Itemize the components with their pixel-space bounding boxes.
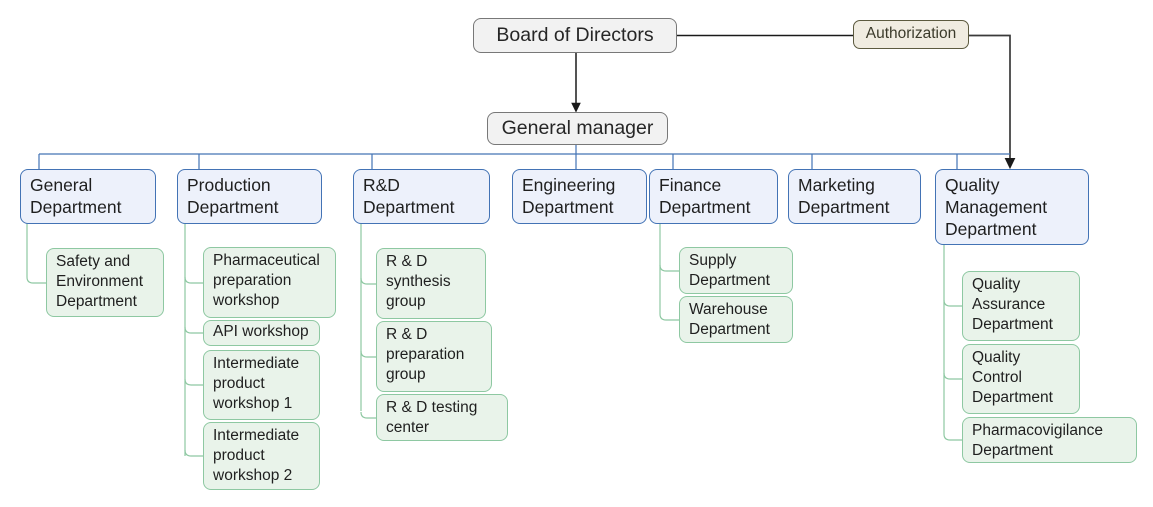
connector-elbow-pharmaceutical-preparation-workshop [184,276,203,284]
node-quality-assurance-department[interactable]: Quality Assurance Department [962,271,1080,341]
node-quality-control-department[interactable]: Quality Control Department [962,344,1080,414]
node-intermediate-product-workshop-2-label: Intermediate product workshop 2 [213,427,300,485]
connector-elbow-pharmacovigilance-department [943,433,962,441]
node-engineering-department[interactable]: Engineering Department [512,169,647,224]
node-api-workshop[interactable]: API workshop [203,320,320,346]
node-engineering-department-label: Engineering Department [522,175,616,218]
node-rd-testing-center-label: R & D testing center [386,399,478,437]
node-quality-management-department[interactable]: Quality Management Department [935,169,1089,245]
node-finance-department-label: Finance Department [659,175,751,218]
node-board-of-directors-label: Board of Directors [496,23,654,46]
node-rd-department-label: R&D Department [363,175,455,218]
node-supply-department[interactable]: Supply Department [679,247,793,294]
node-finance-department[interactable]: Finance Department [649,169,778,224]
node-warehouse-department[interactable]: Warehouse Department [679,296,793,343]
node-rd-synthesis-group[interactable]: R & D synthesis group [376,248,486,319]
connector-elbow-quality-assurance-department [943,299,962,307]
node-intermediate-product-workshop-2[interactable]: Intermediate product workshop 2 [203,422,320,490]
node-pharmaceutical-preparation-workshop[interactable]: Pharmaceutical preparation workshop [203,247,336,318]
node-authorization[interactable]: Authorization [853,20,969,49]
node-rd-synthesis-group-label: R & D synthesis group [386,253,451,311]
node-production-department-label: Production Department [187,175,279,218]
connector-elbow-warehouse-department [659,313,679,321]
connector-elbow-intermediate-product-workshop-2 [184,449,203,457]
node-rd-department[interactable]: R&D Department [353,169,490,224]
node-supply-department-label: Supply Department [689,252,770,290]
node-general-department[interactable]: General Department [20,169,156,224]
node-authorization-label: Authorization [865,25,957,43]
node-api-workshop-label: API workshop [213,323,309,341]
node-pharmacovigilance-department-label: Pharmacovigilance Department [972,422,1103,460]
node-general-department-label: General Department [30,175,122,218]
node-quality-assurance-department-label: Quality Assurance Department [972,276,1053,334]
node-board-of-directors[interactable]: Board of Directors [473,18,677,53]
connector-authorization-to-quality-management [969,34,1016,170]
node-quality-management-department-label: Quality Management Department [945,175,1048,240]
node-safety-and-environment-department-label: Safety and Environment Department [56,253,144,311]
connector-elbow-intermediate-product-workshop-1 [184,378,203,386]
connector-elbow-safety-environment [26,276,46,284]
node-general-manager-label: General manager [501,116,654,139]
node-rd-preparation-group-label: R & D preparation group [386,326,465,384]
connector-elbow-rd-testing-center [360,411,376,419]
node-general-manager[interactable]: General manager [487,112,668,145]
node-pharmaceutical-preparation-workshop-label: Pharmaceutical preparation workshop [213,252,320,310]
node-quality-control-department-label: Quality Control Department [972,349,1053,407]
connector-elbow-rd-synthesis-group [360,277,376,285]
connector-elbow-rd-preparation-group [360,350,376,358]
node-intermediate-product-workshop-1-label: Intermediate product workshop 1 [213,355,300,413]
connector-elbow-supply-department [659,264,679,272]
node-pharmacovigilance-department[interactable]: Pharmacovigilance Department [962,417,1137,463]
node-rd-preparation-group[interactable]: R & D preparation group [376,321,492,392]
node-intermediate-product-workshop-1[interactable]: Intermediate product workshop 1 [203,350,320,420]
node-marketing-department[interactable]: Marketing Department [788,169,921,224]
node-marketing-department-label: Marketing Department [798,175,890,218]
node-rd-testing-center[interactable]: R & D testing center [376,394,508,441]
node-warehouse-department-label: Warehouse Department [689,301,770,339]
node-safety-and-environment-department[interactable]: Safety and Environment Department [46,248,164,317]
node-production-department[interactable]: Production Department [177,169,322,224]
connector-elbow-quality-control-department [943,372,962,380]
connector-elbow-api-workshop [184,326,203,334]
